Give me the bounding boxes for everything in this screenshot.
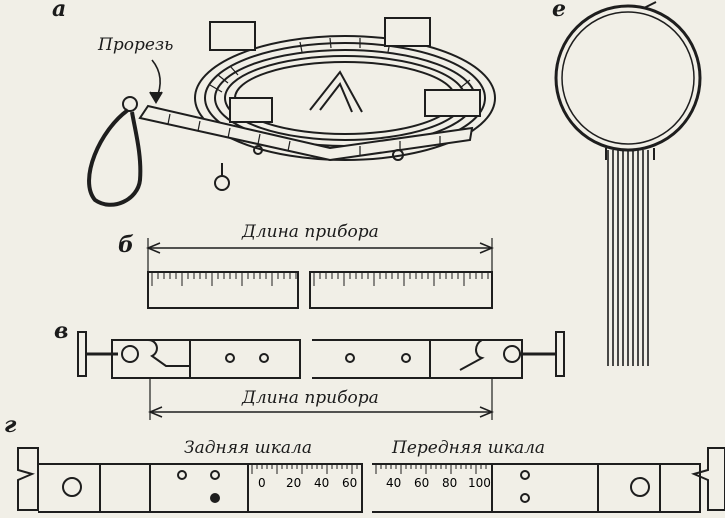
bar-length-label: Длина прибора	[242, 388, 379, 408]
rear-scale-tick: 20	[286, 476, 302, 490]
front-scale-tick: 60	[414, 476, 430, 490]
linked-bar-drawing	[77, 331, 565, 420]
front-scale-label: Передняя шкала	[392, 438, 546, 458]
panel-letter-v: в	[54, 318, 69, 344]
front-scale-tick: 40	[386, 476, 402, 490]
dual-scale-tape-drawing	[17, 447, 725, 513]
coiled-tape-drawing	[87, 17, 496, 207]
panel-letter-b: б	[118, 232, 134, 258]
slot-label: Прорезь	[98, 35, 174, 55]
panel-letter-g: г	[4, 412, 17, 438]
panel-letter-e: е	[552, 0, 566, 22]
panel-letter-a: а	[52, 0, 67, 22]
rear-scale-tick: 40	[314, 476, 330, 490]
front-scale-tick: 80	[442, 476, 458, 490]
ring-with-pins-drawing	[554, 1, 702, 366]
front-scale-tick: 100	[468, 476, 491, 490]
rear-scale-label: Задняя шкала	[184, 438, 312, 458]
rear-scale-tick: 0	[258, 476, 266, 490]
ruler-drawing	[146, 238, 494, 309]
ruler-length-label: Длина прибора	[242, 222, 379, 242]
rear-scale-tick: 60	[342, 476, 358, 490]
